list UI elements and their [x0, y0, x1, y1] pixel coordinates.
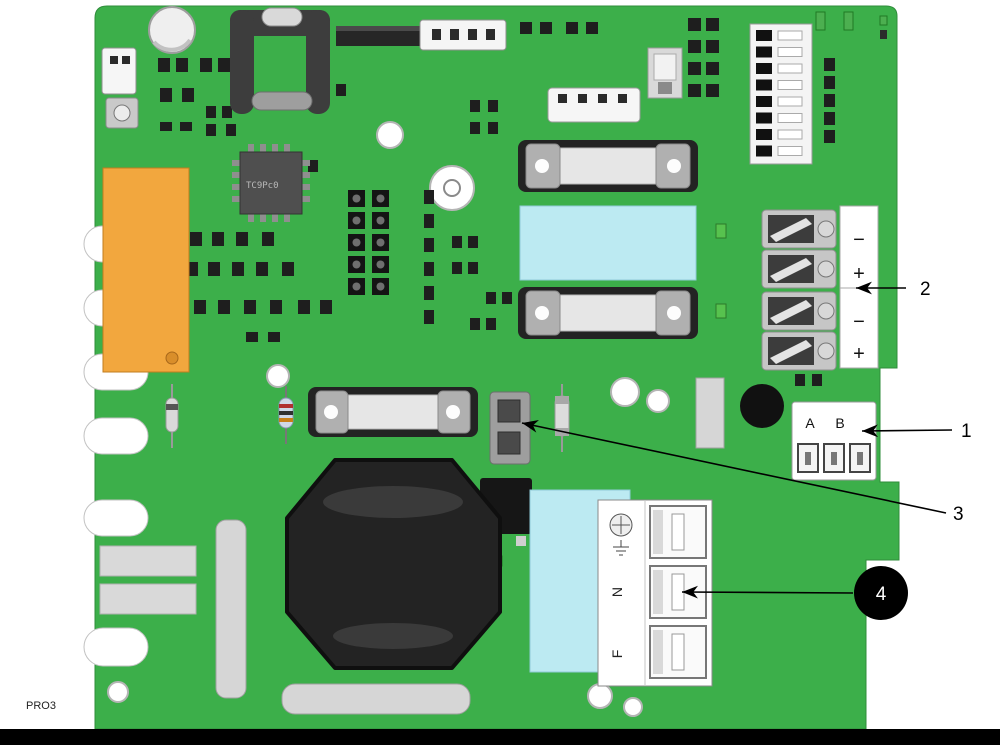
push-button — [105, 97, 139, 129]
electrolytic-cap-top — [148, 6, 196, 54]
power-terminal-block: N F — [597, 499, 713, 687]
terminal-mark-plus-2: + — [853, 343, 865, 365]
bottom-left-pads — [99, 545, 197, 615]
callout-4-label: 4 — [876, 584, 887, 605]
two-pin-connector — [101, 47, 137, 95]
earth-icon — [613, 540, 629, 556]
black-header-connector — [336, 26, 422, 46]
callout-1: 1 — [861, 421, 972, 442]
mounting-holes — [107, 121, 670, 717]
callout-3-label: 3 — [953, 504, 964, 525]
fuse-bottom — [518, 287, 698, 339]
terminal-mark-plus-1: + — [853, 263, 865, 285]
dip-switch — [749, 23, 813, 165]
film-capacitor-horizontal — [281, 683, 471, 715]
pin-header-2x5 — [348, 190, 389, 295]
callout-2-label: 2 — [920, 279, 931, 300]
fuse-led-icons — [715, 223, 727, 319]
bottom-black-bar — [0, 729, 1000, 745]
callout-4: 4 — [681, 566, 908, 620]
callout-1-label: 1 — [961, 421, 972, 442]
orange-relay — [102, 167, 190, 373]
ab-label-b: B — [835, 415, 844, 431]
board-name-label: PRO3 — [26, 700, 56, 712]
cable-clamp — [230, 7, 330, 114]
fuse-top — [518, 140, 698, 192]
screw-head-icon — [609, 513, 633, 537]
output-terminal-block: − + − + — [761, 205, 879, 371]
terminal-mark-minus-1: − — [853, 229, 865, 251]
ab-connector: A B — [791, 401, 877, 481]
mcu-chip: TC9Pc0 — [232, 144, 310, 222]
power-label-neutral: N — [609, 587, 625, 597]
status-led-icons — [815, 11, 888, 39]
vertical-fuse-small — [554, 384, 570, 452]
terminal-mark-minus-2: − — [853, 311, 865, 333]
cyan-capacitor — [519, 205, 697, 281]
small-module-connector — [647, 47, 683, 99]
fuse-left — [308, 387, 478, 437]
white-connector-mid — [547, 87, 641, 123]
ab-label-a: A — [805, 415, 815, 431]
callout-3: 3 — [521, 420, 964, 525]
axial-diode — [165, 384, 179, 448]
black-disc-capacitor — [740, 384, 784, 428]
transformer — [285, 458, 502, 670]
film-capacitor — [215, 519, 247, 699]
callout-4-badge — [854, 566, 908, 620]
gray-standoff — [695, 377, 725, 449]
fast-connector — [489, 391, 531, 465]
power-label-phase: F — [609, 650, 625, 659]
callout-2: 2 — [856, 279, 931, 300]
chip-label: TC9Pc0 — [246, 181, 279, 191]
white-pin-header-top — [419, 19, 507, 51]
axial-resistor — [278, 386, 294, 444]
